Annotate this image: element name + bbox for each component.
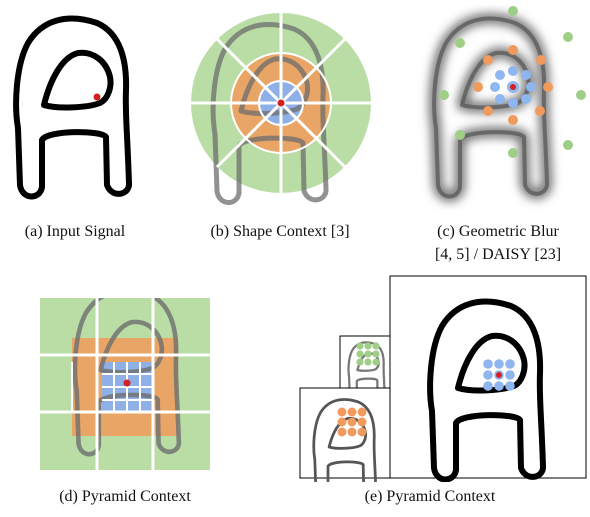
panel-d-pyramid-context	[40, 298, 210, 470]
multiscale-pyramid-diagram	[299, 275, 587, 482]
medium-scale-dots	[337, 407, 367, 437]
caption-a: (a) Input Signal	[24, 223, 126, 240]
geometric-blur-diagram	[398, 6, 586, 210]
blue-sample-dots	[490, 66, 536, 108]
panel-b-shape-context	[185, 5, 385, 205]
panel-e-pyramid-context	[298, 274, 590, 482]
caption-e: (e) Pyramid Context	[364, 488, 496, 505]
panel-c-geometric-blur	[398, 5, 588, 210]
letter-a-glyph	[2, 5, 152, 205]
large-scale-dots	[483, 359, 515, 391]
pyramid-context-grid-diagram	[40, 298, 210, 470]
inner-grid-lines	[71, 362, 152, 412]
center-point-icon	[277, 99, 285, 107]
outer-grid-lines	[40, 298, 210, 470]
caption-b: (b) Shape Context [3]	[210, 223, 350, 240]
caption-c-line2: [4, 5] / DAISY [23]	[434, 246, 562, 263]
shape-context-diagram	[191, 13, 371, 205]
green-sample-dots	[439, 6, 586, 158]
panel-a-input-signal	[2, 5, 152, 205]
orange-sample-dots	[473, 45, 553, 125]
center-point-icon	[123, 379, 131, 387]
caption-d: (d) Pyramid Context	[59, 488, 191, 505]
center-point-icon	[496, 372, 502, 378]
caption-c-line1: (c) Geometric Blur	[437, 223, 559, 240]
small-scale-dots	[356, 342, 380, 366]
center-point-icon	[510, 84, 516, 90]
center-point-icon	[93, 93, 101, 101]
